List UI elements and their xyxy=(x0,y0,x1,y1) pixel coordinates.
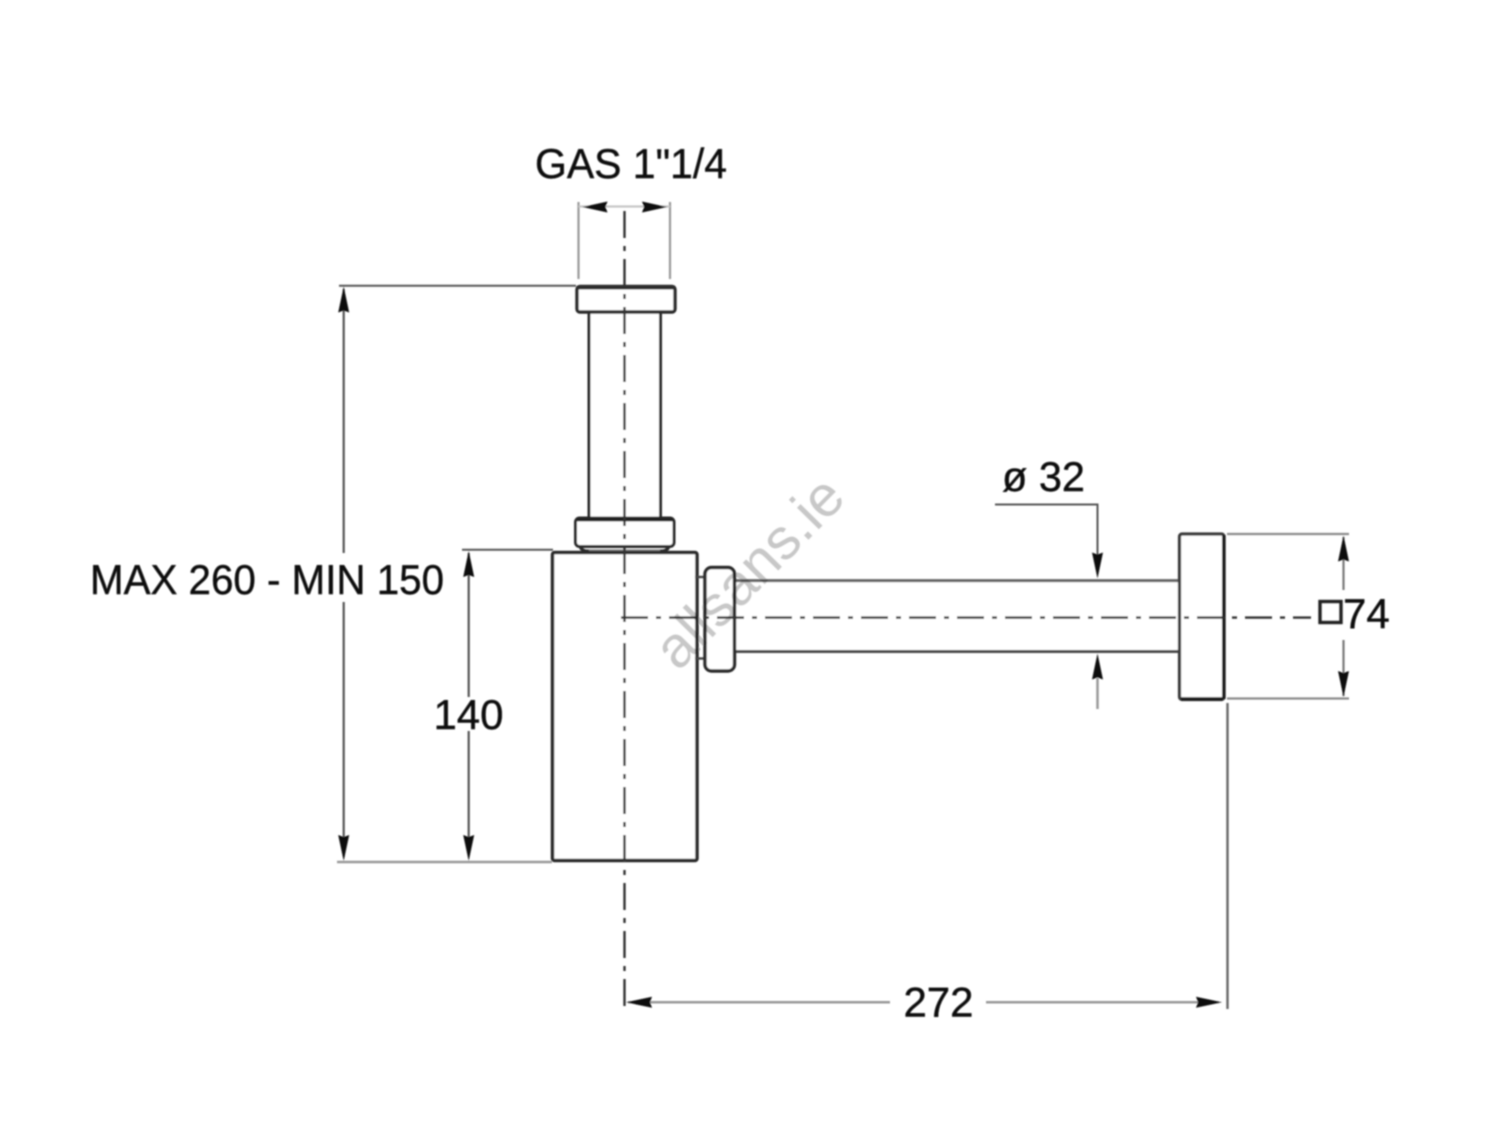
svg-text:272: 272 xyxy=(903,979,973,1026)
svg-text:GAS 1"1/4: GAS 1"1/4 xyxy=(535,140,727,187)
svg-text:ø 32: ø 32 xyxy=(1002,453,1085,500)
svg-text:74: 74 xyxy=(1343,590,1390,637)
svg-text:140: 140 xyxy=(433,691,503,738)
svg-text:MAX 260 - MIN 150: MAX 260 - MIN 150 xyxy=(90,556,444,603)
